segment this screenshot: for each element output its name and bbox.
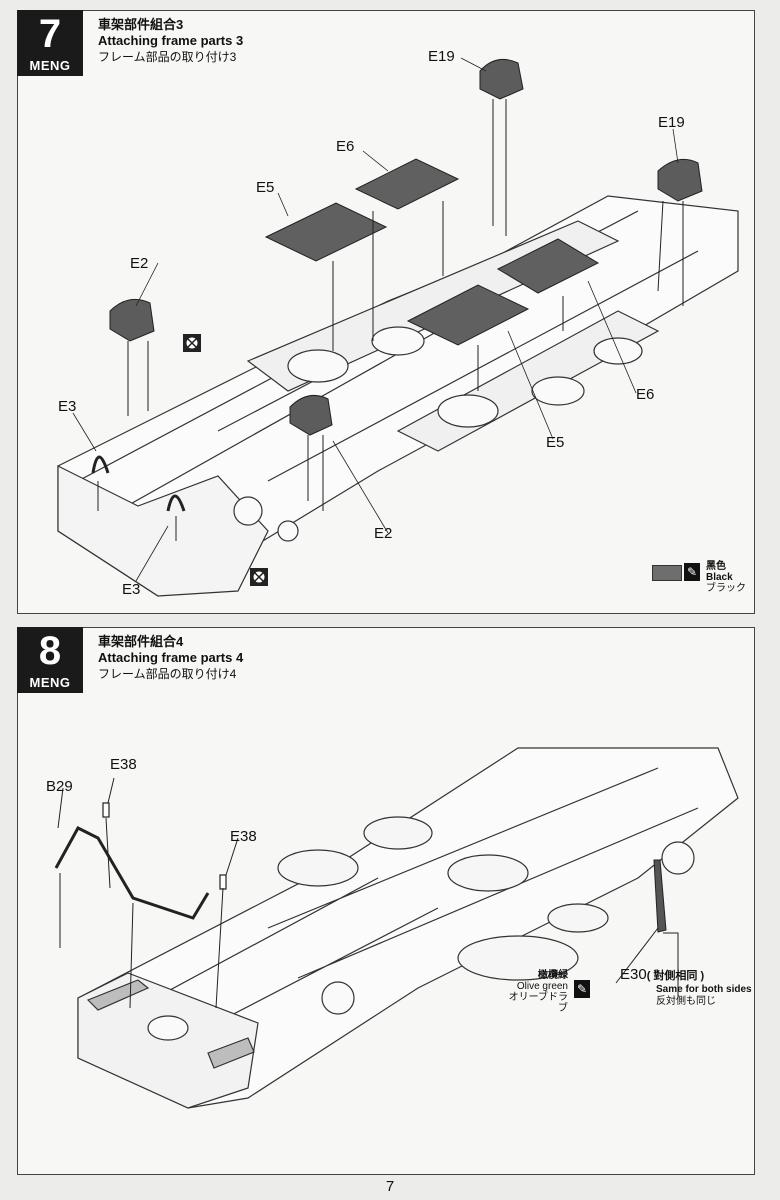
callout-e2: E2 — [130, 255, 149, 272]
paint-name-jp: ブラック — [706, 583, 746, 594]
e30-note-cn: ( 對側相同 ) — [646, 970, 705, 982]
no-glue-icon — [183, 334, 201, 352]
paint-name-jp: オリーブドラブ — [508, 992, 568, 1014]
callout-e3: E3 — [122, 581, 141, 598]
paint-brush-icon: ✎ — [574, 980, 590, 998]
step-title: 車架部件組合4 Attaching frame parts 4 フレーム部品の取… — [98, 634, 243, 682]
brand-logo: MENG — [29, 675, 71, 690]
paint-legend: 黑色 Black ブラック — [706, 561, 746, 594]
step-number-badge: 8 MENG — [17, 627, 83, 693]
title-jp: フレーム部品の取り付け4 — [98, 667, 237, 681]
paint-name-cn: 橄欖緑 — [538, 970, 568, 981]
callout-e5: E5 — [546, 434, 565, 451]
title-cn: 車架部件組合4 — [98, 634, 184, 649]
part-e2 — [109, 298, 333, 436]
title-cn: 車架部件組合3 — [98, 17, 184, 32]
part-e30 — [653, 859, 667, 933]
callout-b29: B29 — [46, 778, 73, 795]
frame-assembly-drawing — [54, 747, 739, 1109]
callout-e19: E19 — [658, 114, 685, 131]
paint-color-swatch — [652, 565, 682, 581]
frame-assembly-drawing — [57, 57, 739, 597]
part-e3 — [91, 455, 186, 512]
step-number: 7 — [38, 12, 62, 56]
callout-e30: E30 — [620, 966, 647, 983]
brand-logo: MENG — [29, 58, 71, 73]
no-glue-icon — [250, 568, 268, 586]
callout-e5: E5 — [256, 179, 275, 196]
paint-name-cn: 黑色 — [706, 561, 726, 572]
e30-note-jp: 反対側も同じ — [656, 996, 716, 1007]
callout-e6: E6 — [636, 386, 655, 403]
callout-e2: E2 — [374, 525, 393, 542]
step-number-badge: 7 MENG — [17, 10, 83, 76]
part-b29 — [54, 826, 210, 920]
callout-e38: E38 — [230, 828, 257, 845]
page-number: 7 — [385, 1178, 395, 1195]
callout-e6: E6 — [336, 138, 355, 155]
part-e5-plate — [264, 202, 530, 346]
paint-name-en: Black — [706, 572, 733, 583]
e30-note-en: Same for both sides — [656, 984, 752, 995]
step-8-panel: 8 MENG 車架部件組合4 Attaching frame parts 4 フ… — [17, 627, 755, 1175]
step-number: 8 — [38, 629, 62, 673]
paint-legend: 橄欖緑 Olive green オリーブドラブ — [506, 970, 568, 1014]
part-e19 — [479, 58, 703, 202]
e30-callout: E30( 對側相同 ) — [620, 966, 704, 983]
step-title: 車架部件組合3 Attaching frame parts 3 フレーム部品の取… — [98, 17, 243, 65]
paint-name-en: Olive green — [516, 981, 568, 992]
callout-e38: E38 — [110, 756, 137, 773]
part-e6-plate — [354, 158, 600, 294]
step-7-panel: 7 MENG 車架部件組合3 Attaching frame parts 3 フ… — [17, 10, 755, 614]
title-jp: フレーム部品の取り付け3 — [98, 50, 237, 64]
callout-e3: E3 — [58, 398, 77, 415]
title-en: Attaching frame parts 4 — [98, 650, 244, 665]
title-en: Attaching frame parts 3 — [98, 33, 244, 48]
paint-brush-icon: ✎ — [684, 563, 700, 581]
callout-e19: E19 — [428, 48, 455, 65]
